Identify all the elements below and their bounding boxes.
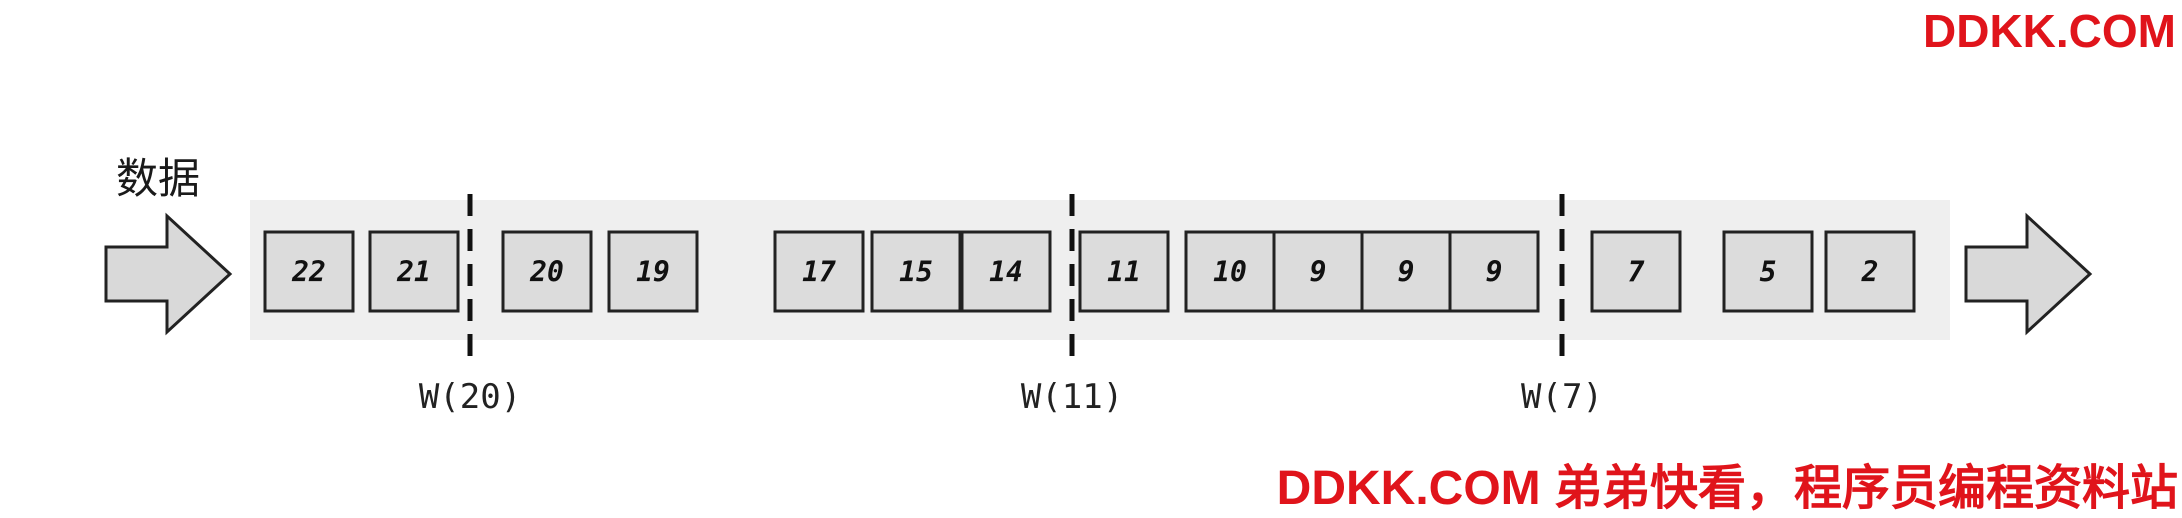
event-box: 21 xyxy=(368,230,460,313)
event-box-frame xyxy=(773,230,865,313)
watermark-label: W(7) xyxy=(1521,377,1603,417)
event-box-frame xyxy=(1722,230,1814,313)
event-box: 9 xyxy=(1272,230,1364,313)
event-boxes: 22 21 20 19 17 15 14 11 10 9 9 9 7 5 2 xyxy=(263,230,1916,313)
event-box: 20 xyxy=(501,230,593,313)
event-value: 19 xyxy=(636,256,670,289)
stream-label: 数据 xyxy=(116,154,201,203)
event-box-frame xyxy=(870,230,962,313)
watermark-stream-diagram: 22 21 20 19 17 15 14 11 10 9 9 9 7 5 2 W(20) W(11) W(7) xyxy=(104,194,2093,417)
watermark-label: W(20) xyxy=(419,377,521,417)
event-box: 10 xyxy=(1184,230,1276,313)
event-box-frame xyxy=(1184,230,1276,313)
event-box: 5 xyxy=(1722,230,1814,313)
event-box: 7 xyxy=(1590,230,1682,313)
event-box-frame xyxy=(263,230,355,313)
input-arrow-icon xyxy=(104,212,233,336)
event-box: 2 xyxy=(1824,230,1916,313)
event-value: 9 xyxy=(1398,256,1415,289)
event-value: 10 xyxy=(1213,256,1247,289)
event-box-frame xyxy=(368,230,460,313)
event-value: 17 xyxy=(802,256,836,289)
event-box-frame xyxy=(960,230,1052,313)
event-value: 14 xyxy=(989,256,1023,289)
event-box: 17 xyxy=(773,230,865,313)
event-box-frame xyxy=(1078,230,1170,313)
event-box: 14 xyxy=(960,230,1052,313)
event-box: 11 xyxy=(1078,230,1170,313)
watermark-markers: W(20) W(11) W(7) xyxy=(419,194,1603,417)
event-value: 5 xyxy=(1760,256,1777,289)
event-box-frame xyxy=(1590,230,1682,313)
event-box: 19 xyxy=(607,230,699,313)
event-value: 9 xyxy=(1310,256,1327,289)
event-box: 15 xyxy=(870,230,962,313)
event-box: 9 xyxy=(1448,230,1540,313)
event-value: 11 xyxy=(1107,256,1141,289)
event-box-frame xyxy=(501,230,593,313)
brand-watermark-top: DDKK.COM xyxy=(1923,5,2176,57)
event-value: 15 xyxy=(899,256,933,289)
event-box-frame xyxy=(607,230,699,313)
event-box-frame xyxy=(1360,230,1452,313)
output-arrow-icon xyxy=(1964,212,2093,336)
event-box-frame xyxy=(1272,230,1364,313)
event-box-frame xyxy=(1824,230,1916,313)
event-value: 7 xyxy=(1628,256,1645,289)
event-box: 9 xyxy=(1360,230,1452,313)
event-value: 22 xyxy=(291,256,326,289)
event-box: 22 xyxy=(263,230,355,313)
event-value: 2 xyxy=(1861,256,1879,289)
event-box-frame xyxy=(1448,230,1540,313)
event-value: 20 xyxy=(529,256,564,289)
event-value: 21 xyxy=(396,256,431,289)
watermark-label: W(11) xyxy=(1021,377,1123,417)
event-value: 9 xyxy=(1486,256,1503,289)
